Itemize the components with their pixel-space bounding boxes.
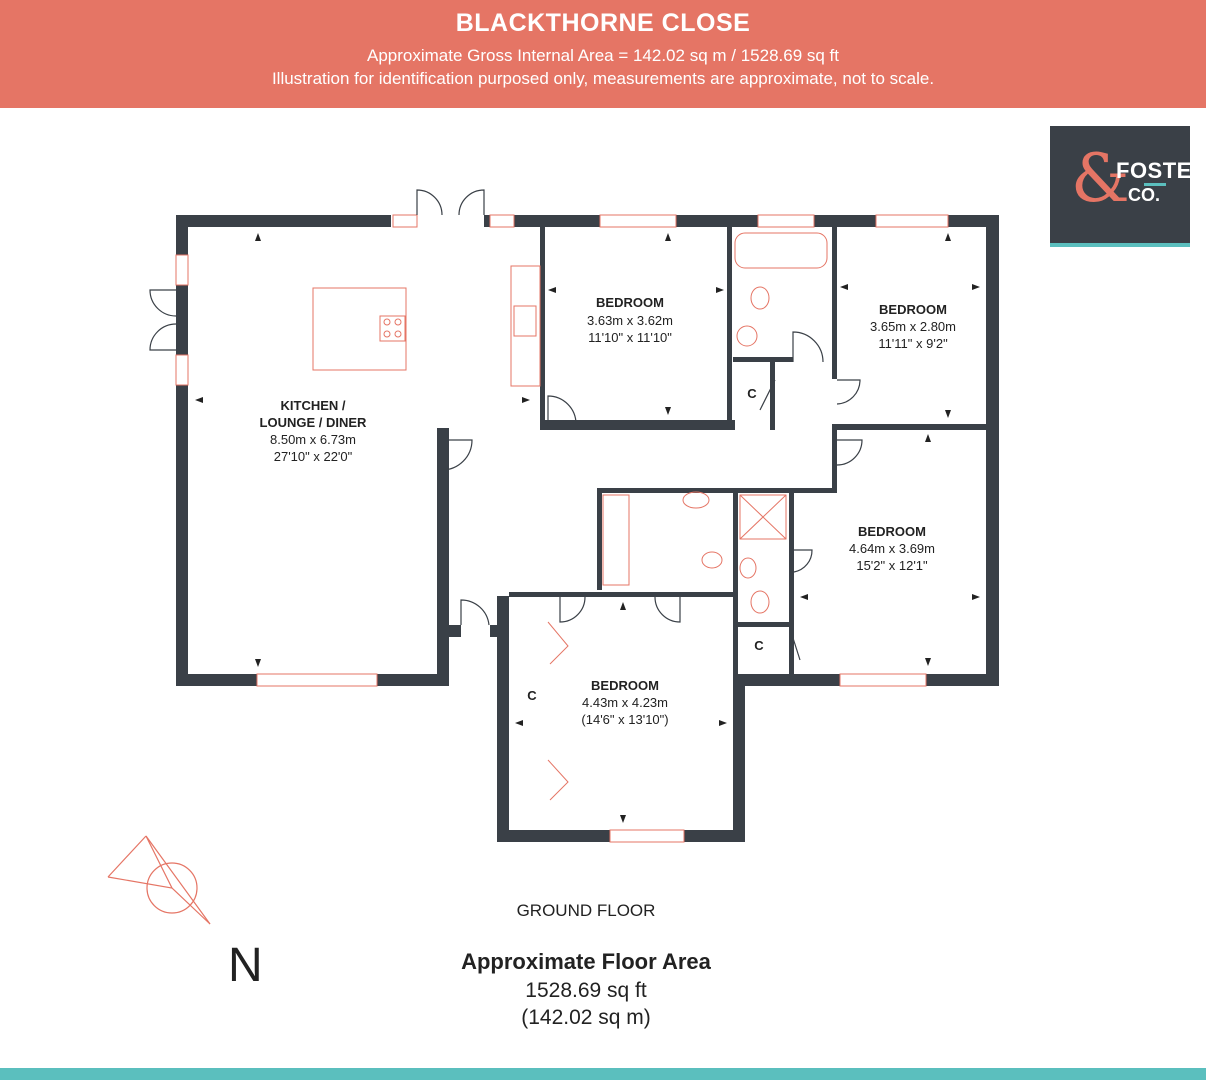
bedroom4-name: BEDROOM [591,678,659,693]
kitchen-worktop [510,265,541,387]
hob-burner-icon [383,330,391,338]
gross-area-line: Approximate Gross Internal Area = 142.02… [366,46,839,65]
kitchen-island [312,287,407,371]
toilet-icon [701,551,723,569]
bedroom1-name: BEDROOM [596,295,664,310]
compass [107,835,211,925]
compass-needle [107,835,211,925]
basin-icon [739,557,757,579]
kitchen-name-1: KITCHEN / [281,398,346,413]
wardrobe-bifold-doors [547,621,569,801]
bottom-accent-bar [0,1068,1206,1080]
cupboard-label: C [527,688,537,703]
bedroom4-imperial: (14'6" x 13'10") [581,712,668,727]
cupboard-label: C [754,638,764,653]
logo-base-stripe [1050,243,1190,247]
compass-circle [146,862,198,914]
kitchen-imperial: 27'10" x 22'0" [274,449,353,464]
toilet-icon [750,286,770,310]
bedroom3-imperial: 15'2" x 12'1" [856,558,928,573]
foster-co-logo: & FOSTER CO. [1050,126,1190,247]
sink-icon [513,305,537,337]
basin-icon [682,491,710,509]
bedroom2-metric: 3.65m x 2.80m [870,319,956,334]
floor-area-sqft: 1528.69 sq ft [525,979,647,1002]
floor-area-title: Approximate Floor Area [461,949,711,974]
bedroom2-name: BEDROOM [879,302,947,317]
header-banner: BLACKTHORNE CLOSE Approximate Gross Inte… [0,0,1206,108]
dimension-markers [195,233,980,823]
room-labels: KITCHEN / LOUNGE / DINER 8.50m x 6.73m 2… [260,295,956,727]
logo-underline [1144,183,1166,186]
property-title: BLACKTHORNE CLOSE [455,9,751,37]
logo-word-foster: FOSTER [1116,158,1190,183]
bedroom3-name: BEDROOM [858,524,926,539]
basin-icon [736,325,758,347]
bedroom3-metric: 4.64m x 3.69m [849,541,935,556]
shower-tray-icon [739,494,787,540]
floor-area-sqm: (142.02 sq m) [521,1006,651,1029]
bedroom1-imperial: 11'10" x 11'10" [588,330,672,345]
windows [175,214,949,843]
bathtub-icon [734,232,828,269]
cupboard-label: C [747,386,757,401]
doors [149,189,863,661]
kitchen-name-2: LOUNGE / DINER [260,415,368,430]
kitchen-metric: 8.50m x 6.73m [270,432,356,447]
toilet-icon [750,590,770,614]
bath-icon [602,494,630,586]
bedroom4-metric: 4.43m x 4.23m [582,695,668,710]
bedroom2-imperial: 11'11" x 9'2" [878,336,948,351]
hob-burner-icon [383,318,391,326]
bedroom1-metric: 3.63m x 3.62m [587,313,673,328]
fixtures [312,232,828,801]
hob-burner-icon [394,330,402,338]
hob-icon [379,315,406,342]
north-indicator: N [228,939,263,992]
disclaimer-line: Illustration for identification purposed… [271,69,935,88]
logo-word-co: CO. [1128,185,1161,205]
hob-burner-icon [394,318,402,326]
logo-ampersand: & [1071,140,1130,217]
floor-label: GROUND FLOOR [516,901,656,920]
